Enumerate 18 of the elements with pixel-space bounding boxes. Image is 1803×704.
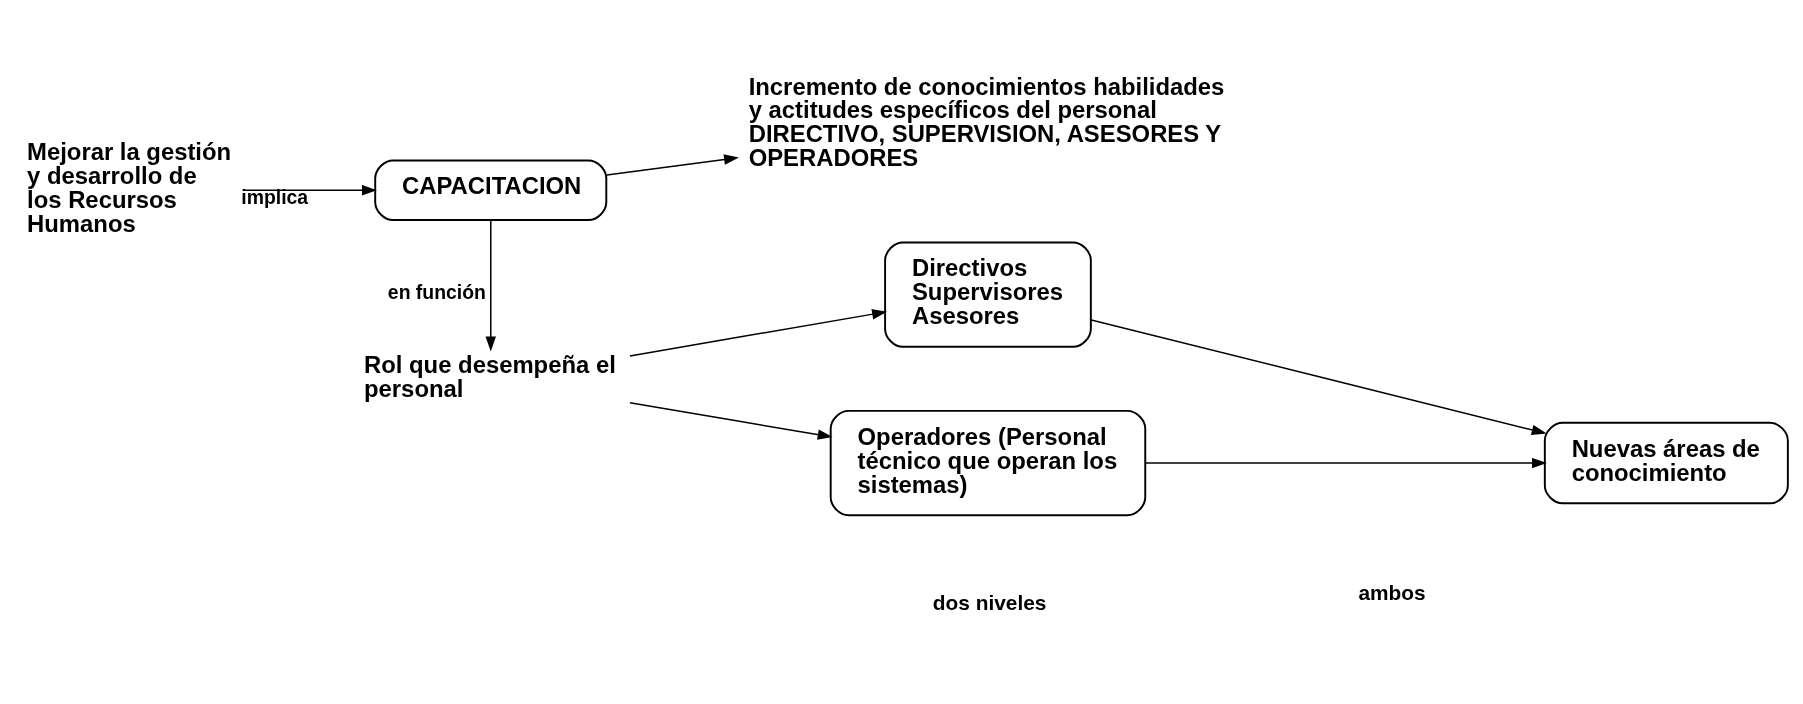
arrow [629, 402, 833, 440]
node-box: Operadores (Personal técnico que operan los sistemas) [829, 409, 1147, 517]
node-box: Directivos Supervisores Asesores [884, 241, 1092, 348]
node-box: CAPACITACION [374, 159, 608, 221]
arrow [606, 154, 739, 176]
edge-label: implica [241, 186, 309, 209]
label: dos niveles [932, 591, 1047, 615]
arrow [1090, 319, 1547, 436]
arrow [485, 219, 496, 352]
node-text: Mejorar la gestión y desarrollo de los Recursos Humanos [27, 138, 232, 237]
node-box: Nuevas áreas de conocimiento [1543, 421, 1789, 505]
arrow [244, 185, 377, 196]
edge-label: en función [387, 281, 486, 304]
arrow [629, 309, 888, 357]
arrow [1144, 457, 1547, 469]
node-text: Incremento de conocimientos habilidades y actitudes específicos del personal DIRECTIVO, SUPERVISION, ASESORES Y OPERADORES [748, 72, 1225, 172]
label: ambos [1358, 580, 1426, 604]
node-text: Rol que desempeña el personal [364, 351, 616, 403]
